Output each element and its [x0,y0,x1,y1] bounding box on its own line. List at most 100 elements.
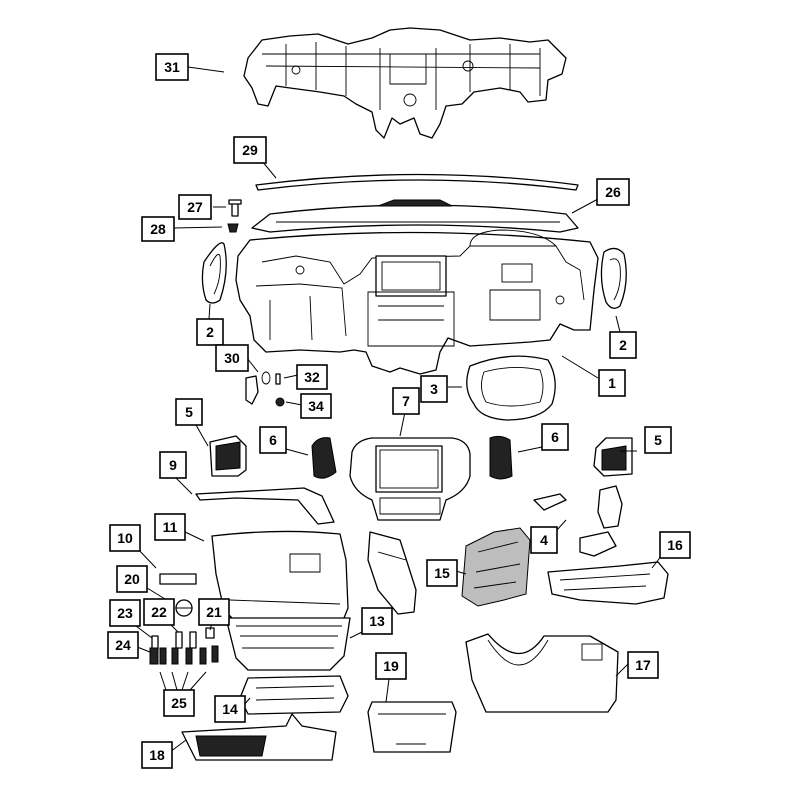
svg-text:15: 15 [434,565,450,581]
svg-text:13: 13 [369,613,385,629]
part-22-damper [175,631,197,649]
callout-30: 30 [215,344,249,372]
part-20-hinge [175,599,193,617]
callout-11: 11 [154,513,186,541]
callout-28: 28 [141,216,175,242]
svg-text:6: 6 [551,429,559,445]
callout-27: 27 [178,194,212,220]
part-27-screw [228,199,242,217]
callout-3: 3 [420,375,448,403]
svg-text:20: 20 [124,571,140,587]
leader-lines [127,66,663,753]
svg-text:9: 9 [169,457,177,473]
callout-6-left: 6 [259,426,287,454]
svg-text:4: 4 [540,532,548,548]
callout-16: 16 [659,531,691,559]
callout-17: 17 [627,651,659,679]
svg-text:24: 24 [115,637,131,653]
svg-text:25: 25 [171,695,187,711]
part-2-left-end-cap [201,242,227,304]
callout-7: 7 [392,387,420,415]
part-5-left-outboard-vent [209,435,247,477]
part-21-stop [205,627,215,639]
svg-text:21: 21 [206,604,222,620]
svg-text:16: 16 [667,537,683,553]
part-18-lower-panel [181,713,337,761]
part-14-lower-frame [239,675,349,715]
part-32-screw [261,371,281,385]
part-24-clip [149,647,159,665]
svg-text:31: 31 [164,59,180,75]
part-6-right-center-vent [489,435,513,480]
callout-9: 9 [159,451,187,479]
svg-text:18: 18 [149,747,165,763]
callout-20: 20 [116,565,148,593]
callout-15: 15 [426,559,458,587]
svg-text:26: 26 [605,184,621,200]
part-16-reinforcement [547,561,669,605]
part-2-right-end-cap [600,247,627,309]
svg-text:19: 19 [383,658,399,674]
part-6-left-center-vent [311,437,337,479]
part-15-console-side [461,527,531,607]
part-console-left-trim [367,531,417,615]
part-25-clips [159,645,219,665]
svg-text:5: 5 [654,432,662,448]
svg-text:30: 30 [224,350,240,366]
callout-5-left: 5 [175,398,203,426]
part-19-storage-bin [367,701,457,753]
callout-14: 14 [214,695,246,723]
callout-4: 4 [530,526,558,554]
callout-25: 25 [163,689,195,717]
svg-text:1: 1 [608,375,616,391]
callout-13: 13 [361,607,393,635]
callout-19: 19 [375,652,407,680]
svg-text:3: 3 [430,381,438,397]
part-13-glove-box-bin [225,617,351,671]
part-34-nut [275,397,285,407]
part-1-instrument-panel [235,229,599,375]
part-26-upper-panel [251,199,579,233]
part-7-center-bezel [349,437,471,521]
callout-32: 32 [296,364,328,390]
callout-31: 31 [155,53,189,81]
svg-text:27: 27 [187,199,203,215]
part-4-trim-brackets [533,485,623,557]
callout-26: 26 [596,178,630,206]
part-17-lower-cover [465,633,619,713]
svg-text:10: 10 [117,530,133,546]
part-5-right-outboard-vent [593,437,633,477]
callout-23: 23 [109,599,141,627]
callout-1: 1 [598,369,626,397]
svg-text:7: 7 [402,393,410,409]
callout-21: 21 [198,598,230,626]
svg-text:5: 5 [185,404,193,420]
svg-text:17: 17 [635,657,651,673]
svg-text:2: 2 [619,337,627,353]
part-9-lower-trim [195,487,335,525]
part-10-latch [159,573,197,585]
part-3-cluster-bezel [466,355,556,421]
part-31-cross-car-beam [243,27,567,139]
callout-29: 29 [233,136,267,164]
svg-text:6: 6 [269,432,277,448]
callout-2-right: 2 [609,331,637,359]
svg-text:2: 2 [206,324,214,340]
svg-text:22: 22 [151,604,167,620]
callout-6-right: 6 [541,423,569,451]
part-11-glove-box-door [211,530,349,629]
svg-text:23: 23 [117,605,133,621]
svg-text:29: 29 [242,142,258,158]
callout-5-right: 5 [644,426,672,454]
callout-2-left: 2 [196,318,224,346]
svg-text:32: 32 [304,369,320,385]
svg-text:11: 11 [163,519,178,535]
callout-18: 18 [141,741,173,769]
svg-text:28: 28 [150,221,166,237]
part-29-defroster-strip [255,173,579,191]
svg-text:34: 34 [308,398,324,414]
callout-10: 10 [109,524,141,552]
callout-22: 22 [143,598,175,626]
part-30-bracket [245,375,259,405]
